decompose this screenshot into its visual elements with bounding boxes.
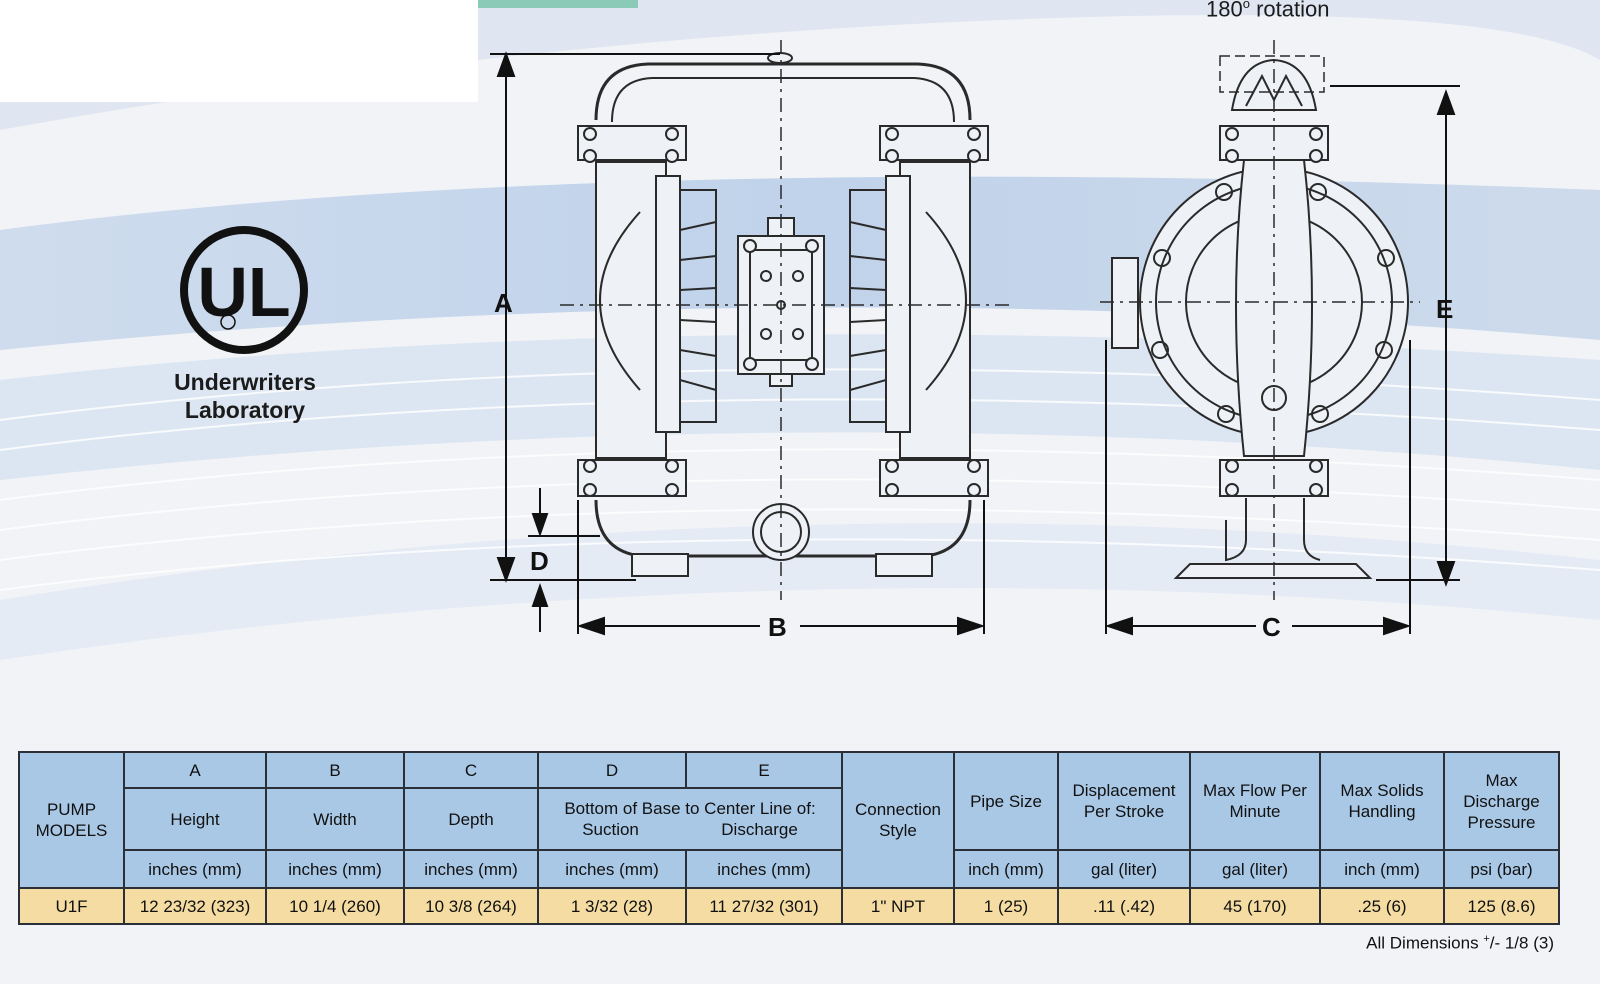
dimension-lines <box>490 51 1460 636</box>
cell-pipe: 1 (25) <box>953 887 1059 925</box>
pump-spec-table: PUMP MODELS A B C D E Connection Style P… <box>18 751 1560 925</box>
rotation-label: 180o rotation <box>1206 0 1330 22</box>
ul-caption-line2: Laboratory <box>184 397 306 423</box>
cell-height: 12 23/32 (323) <box>123 887 267 925</box>
front-view <box>577 52 989 577</box>
header-pipe-size: Pipe Size <box>953 751 1059 851</box>
pump-dimension-drawing: UL <box>180 40 1460 636</box>
header-connection-style: Connection Style <box>841 751 955 889</box>
header-c: C <box>403 751 539 789</box>
cell-suction: 1 3/32 (28) <box>537 887 687 925</box>
ul-caption: Underwriters Laboratory <box>140 368 350 424</box>
header-max-solids: Max Solids Handling <box>1319 751 1445 851</box>
header-depth: Depth <box>403 787 539 851</box>
cell-discharge: 11 27/32 (301) <box>685 887 843 925</box>
header-bottom-line: Bottom of Base to Center Line of: <box>564 799 816 818</box>
header-width: Width <box>265 787 405 851</box>
header-max-flow: Max Flow Per Minute <box>1189 751 1321 851</box>
header-max-pressure: Max Discharge Pressure <box>1443 751 1560 851</box>
table-header-row-units: inches (mm) inches (mm) inches (mm) inch… <box>19 849 1560 889</box>
dimension-e-label: E <box>1436 294 1454 324</box>
cell-flow: 45 (170) <box>1189 887 1321 925</box>
cell-connection: 1" NPT <box>841 887 955 925</box>
dimension-c-label: C <box>1262 612 1281 642</box>
header-suction-discharge: Suction Discharge <box>541 819 839 840</box>
header-pump-models: PUMP MODELS <box>18 751 125 889</box>
dimension-a-label: A <box>494 288 513 318</box>
table-header-row-letters: PUMP MODELS A B C D E Connection Style P… <box>18 751 1560 889</box>
side-view <box>1111 58 1409 579</box>
header-displacement: Displacement Per Stroke <box>1057 751 1191 851</box>
header-suction: Suction <box>582 820 639 839</box>
ul-logo: UL <box>180 226 308 354</box>
header-d: D <box>537 751 687 789</box>
cell-depth: 10 3/8 (264) <box>403 887 539 925</box>
unit-c: inches (mm) <box>403 849 539 889</box>
dimensions-footnote: All Dimensions +/- 1/8 (3) <box>1366 933 1554 953</box>
unit-solids: inch (mm) <box>1319 849 1445 889</box>
header-height: Height <box>123 787 267 851</box>
dimension-d-label: D <box>530 546 549 576</box>
unit-e: inches (mm) <box>685 849 843 889</box>
unit-flow: gal (liter) <box>1189 849 1321 889</box>
cell-pressure: 125 (8.6) <box>1443 887 1560 925</box>
cell-width: 10 1/4 (260) <box>265 887 405 925</box>
cell-solids: .25 (6) <box>1319 887 1445 925</box>
unit-b: inches (mm) <box>265 849 405 889</box>
unit-pressure: psi (bar) <box>1443 849 1560 889</box>
ul-caption-line1: Underwriters <box>174 369 316 395</box>
table-header-row-names: Height Width Depth Bottom of Base to Cen… <box>19 787 1559 851</box>
header-bottom-of-base: Bottom of Base to Center Line of: Suctio… <box>537 787 843 851</box>
unit-a: inches (mm) <box>123 849 267 889</box>
unit-d: inches (mm) <box>537 849 687 889</box>
ul-logo-letters: UL <box>197 253 290 331</box>
unit-displacement: gal (liter) <box>1057 849 1191 889</box>
header-a: A <box>123 751 267 789</box>
cell-model: U1F <box>18 887 125 925</box>
dimension-b-label: B <box>768 612 787 642</box>
header-b: B <box>265 751 405 789</box>
unit-pipe: inch (mm) <box>953 849 1059 889</box>
table-row: U1F 12 23/32 (323) 10 1/4 (260) 10 3/8 (… <box>18 887 1560 925</box>
header-e: E <box>685 751 843 789</box>
header-discharge: Discharge <box>721 820 798 839</box>
cell-displacement: .11 (.42) <box>1057 887 1191 925</box>
